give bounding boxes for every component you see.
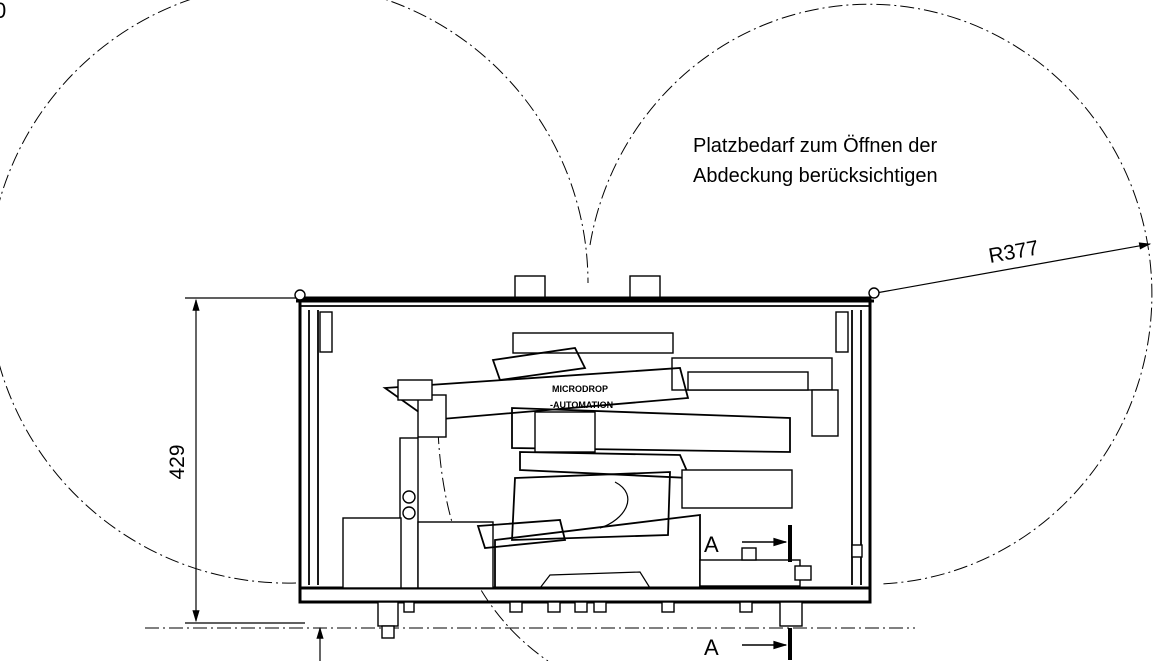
svg-text:A: A: [704, 532, 719, 557]
top-connector-right: [629, 275, 661, 299]
top-connector-left: [514, 275, 546, 299]
corner-mark: 0: [0, 0, 6, 23]
section-marker-top: A: [704, 525, 792, 562]
mechanism-assembly: [342, 332, 839, 589]
radius-label: R377: [987, 237, 1040, 268]
logo-plate: MICRODROP -AUTOMATION: [550, 384, 613, 410]
svg-text:A: A: [704, 635, 719, 660]
annotation-line-2: Abdeckung berücksichtigen: [693, 165, 938, 187]
svg-text:-AUTOMATION: -AUTOMATION: [550, 400, 613, 410]
svg-text:MICRODROP: MICRODROP: [552, 384, 608, 394]
left-clearance-arc: [0, 0, 589, 584]
lower-swing-arc: [437, 429, 549, 661]
height-label: 429: [166, 444, 189, 479]
radius-leader: [875, 242, 1152, 294]
right-clearance-arc: [589, 3, 1153, 585]
annotation-line-1: Platzbedarf zum Öffnen der: [693, 135, 938, 157]
bottom-feet: [377, 601, 803, 639]
section-marker-bottom: A: [704, 628, 792, 660]
